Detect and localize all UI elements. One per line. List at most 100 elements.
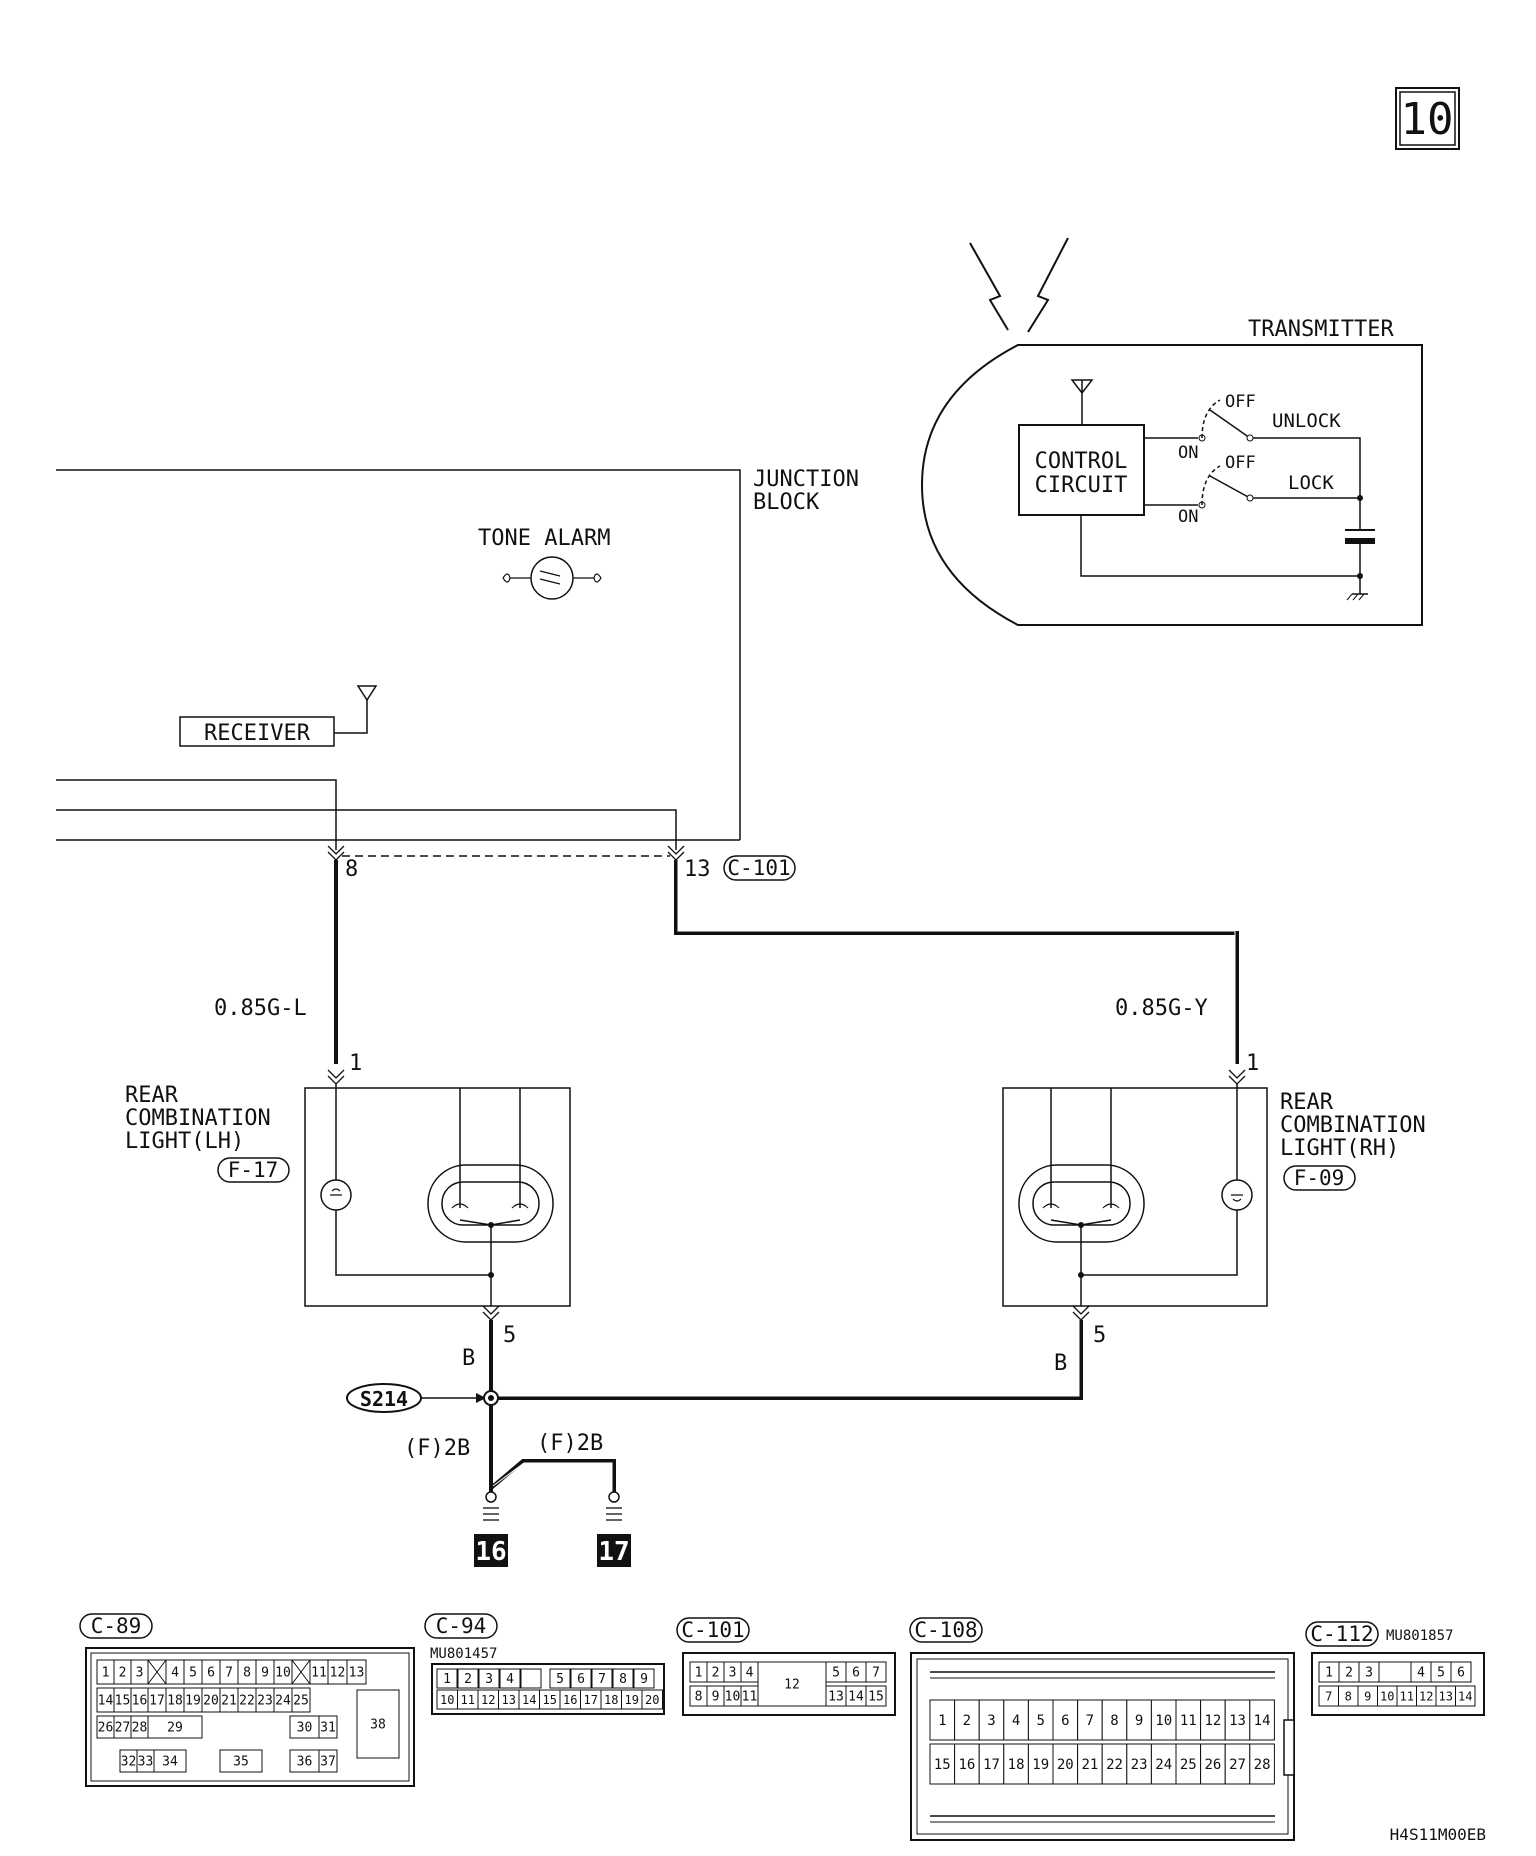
light-lh-pin-1: 1	[349, 1051, 362, 1076]
pin-cell	[219, 1749, 263, 1773]
page-number-box: 10	[1395, 87, 1460, 150]
pin-number: 22	[239, 1694, 255, 1709]
pin-cell	[318, 1749, 338, 1773]
pin-cell	[549, 1668, 571, 1689]
pin-cell	[520, 1668, 542, 1689]
connector-c94-part: MU801457	[430, 1646, 497, 1662]
pin-cell	[1077, 1699, 1103, 1741]
pin-number: 8	[619, 1672, 627, 1687]
connector-tag-c101-label: C-101	[727, 856, 790, 880]
pin-cell	[954, 1699, 980, 1741]
pin-number: 24	[275, 1694, 291, 1709]
pin-number: 7	[598, 1672, 606, 1687]
pin-number: 16	[563, 1693, 577, 1707]
connector-tag-f09-label: F-09	[1294, 1166, 1345, 1190]
pin-number: 20	[203, 1694, 219, 1709]
pin-number: 22	[1106, 1757, 1123, 1773]
pin-number: 18	[167, 1694, 183, 1709]
pin-number: 9	[1135, 1713, 1143, 1729]
pin-number: 4	[1417, 1666, 1425, 1681]
pin-number: 16	[958, 1757, 975, 1773]
ground-point-17	[597, 1534, 631, 1567]
splice-tag-s214-label: S214	[360, 1387, 408, 1411]
pin-number: 19	[185, 1694, 201, 1709]
control-circuit-label-1: CONTROL	[1035, 449, 1128, 474]
pin-number: 30	[297, 1721, 313, 1736]
blank-pin-mark	[147, 1659, 167, 1685]
pin-number: 5	[1036, 1713, 1044, 1729]
light-rh-title-3: LIGHT(RH)	[1280, 1136, 1399, 1161]
pin-number: 3	[987, 1713, 995, 1729]
pin-number: 8	[1345, 1689, 1352, 1703]
pin-number: 10	[275, 1666, 291, 1681]
pin-cell	[757, 1661, 827, 1707]
connector-label-c101-tag	[676, 1617, 750, 1643]
lock-on-label: ON	[1178, 507, 1198, 527]
pin-number: 24	[1155, 1757, 1172, 1773]
unlock-switch	[1209, 409, 1251, 439]
pin-number: 9	[261, 1666, 269, 1681]
pin-number: 38	[370, 1718, 386, 1733]
connector-label-c94-tag	[424, 1613, 498, 1639]
pin-number: 5	[832, 1666, 840, 1681]
pin-number: 3	[729, 1666, 737, 1681]
pin-cell	[865, 1685, 887, 1707]
pin-cell	[1200, 1743, 1226, 1785]
control-circuit-label-2: CIRCUIT	[1035, 473, 1128, 498]
pin-number: 19	[625, 1693, 639, 1707]
lock-label: LOCK	[1288, 472, 1334, 494]
pin-number: 3	[136, 1666, 144, 1681]
pin-cell	[633, 1668, 655, 1689]
pin-cell	[153, 1749, 187, 1773]
pin-number: 4	[746, 1666, 754, 1681]
pin-number: 9	[712, 1690, 720, 1705]
pin-number: 28	[1254, 1757, 1271, 1773]
page-number: 10	[1401, 94, 1454, 145]
light-lh-title-2: COMBINATION	[125, 1106, 271, 1131]
pin-cell	[1224, 1743, 1251, 1785]
pin-cell	[318, 1715, 338, 1739]
pin-number: 6	[1061, 1713, 1069, 1729]
pin-number: 15	[543, 1693, 557, 1707]
pin-number: 5	[1437, 1666, 1445, 1681]
pin-number: 28	[132, 1721, 148, 1736]
junction-block-label-2: BLOCK	[753, 490, 820, 515]
pin-number: 27	[1229, 1757, 1246, 1773]
footer-code: H4S11M00EB	[1390, 1825, 1486, 1844]
lock-switch	[1209, 475, 1251, 499]
pin-number: 4	[506, 1672, 514, 1687]
pin-number: 18	[1008, 1757, 1025, 1773]
double-filament-bulb-icon	[1032, 1181, 1131, 1226]
pin-number: 10	[440, 1693, 454, 1707]
pin-number: 2	[963, 1713, 971, 1729]
pin-cell	[1378, 1661, 1412, 1683]
pin-number: 27	[115, 1721, 131, 1736]
pin-cell	[1450, 1661, 1472, 1683]
pin-number: 17	[149, 1694, 165, 1709]
pin-number: 13	[1439, 1689, 1453, 1703]
wire-label-b-left: B	[462, 1346, 475, 1371]
pin-number: 6	[852, 1666, 860, 1681]
antenna-icon	[1070, 379, 1094, 395]
rear-combination-light-lh: REAR COMBINATION LIGHT(LH) F-17 1 5	[125, 1051, 571, 1348]
pin-cell	[865, 1661, 887, 1683]
pin-number: 21	[1081, 1757, 1098, 1773]
pin-number: 8	[243, 1666, 251, 1681]
pin-cell	[954, 1743, 980, 1785]
pin-number: 2	[119, 1666, 127, 1681]
pin-number: 25	[1180, 1757, 1197, 1773]
pin-number: 17	[584, 1693, 598, 1707]
connector-label-c89-tag	[79, 1613, 153, 1639]
pin-number: 5	[556, 1672, 564, 1687]
light-rh-title-2: COMBINATION	[1280, 1113, 1426, 1138]
connector-tag-f17-label: F-17	[228, 1158, 279, 1182]
connector-label-c94: C-94	[436, 1614, 487, 1638]
pin-cell	[1003, 1743, 1029, 1785]
pin-number: 4	[171, 1666, 179, 1681]
pin-number: 25	[293, 1694, 309, 1709]
connector-label-c108-tag	[909, 1617, 983, 1643]
pin-number: 6	[207, 1666, 215, 1681]
pin-number: 7	[872, 1666, 880, 1681]
